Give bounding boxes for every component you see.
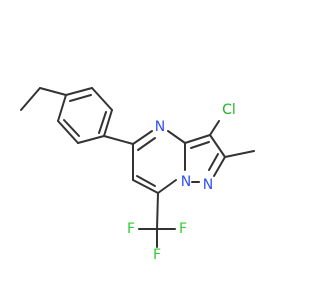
- bond-n7a-c7: [157, 179, 177, 194]
- bonds: [20, 87, 255, 248]
- molecule-structure: Cl N N N F F F: [20, 87, 255, 263]
- atom-label-n4: N: [155, 119, 165, 135]
- bond-c3a-c3-inner: [190, 141, 210, 149]
- bond-c7-c6-inner: [136, 175, 156, 187]
- bond-aryl-c5: [103, 135, 134, 145]
- bond-c3a-c3: [184, 134, 211, 144]
- bond-c2-n1: [213, 156, 226, 177]
- bond-c3-cl: [209, 120, 220, 136]
- bond-c2-methyl: [224, 150, 255, 158]
- bond-c2-n1-inner: [208, 153, 219, 171]
- molecule-svg: Cl N N N F F F: [20, 87, 255, 263]
- atom-label-f-bottom: F: [153, 247, 161, 263]
- bond-c7-c6: [132, 179, 159, 194]
- bond-benzene-5-inner: [63, 119, 80, 137]
- bond-c3-c2: [209, 134, 226, 158]
- atom-labels: Cl N N N F F F: [127, 102, 236, 263]
- bond-ethyl-ch3-ch2: [20, 87, 41, 111]
- atom-label-cl: Cl: [222, 102, 236, 118]
- bond-benzene-1: [65, 87, 93, 96]
- bond-c5-n4: [132, 130, 153, 145]
- bond-c7-cf3: [156, 192, 159, 230]
- bond-benzene-3: [103, 109, 113, 137]
- atom-label-f-right: F: [179, 221, 187, 237]
- bond-benzene-6: [57, 94, 67, 122]
- atom-label-n7a: N: [181, 174, 191, 190]
- bond-benzene-4: [77, 135, 105, 144]
- bond-ethyl-ch2-ring: [39, 87, 67, 96]
- bond-benzene-1-inner: [69, 94, 92, 102]
- bond-c5-n4-inner: [137, 137, 156, 151]
- bond-n4-c3a: [167, 130, 186, 144]
- bond-benzene-2: [91, 87, 113, 111]
- atom-label-n1: N: [203, 177, 213, 193]
- bond-benzene-5: [57, 120, 79, 144]
- atom-label-f-left: F: [127, 221, 135, 237]
- bond-benzene-3-inner: [98, 111, 107, 134]
